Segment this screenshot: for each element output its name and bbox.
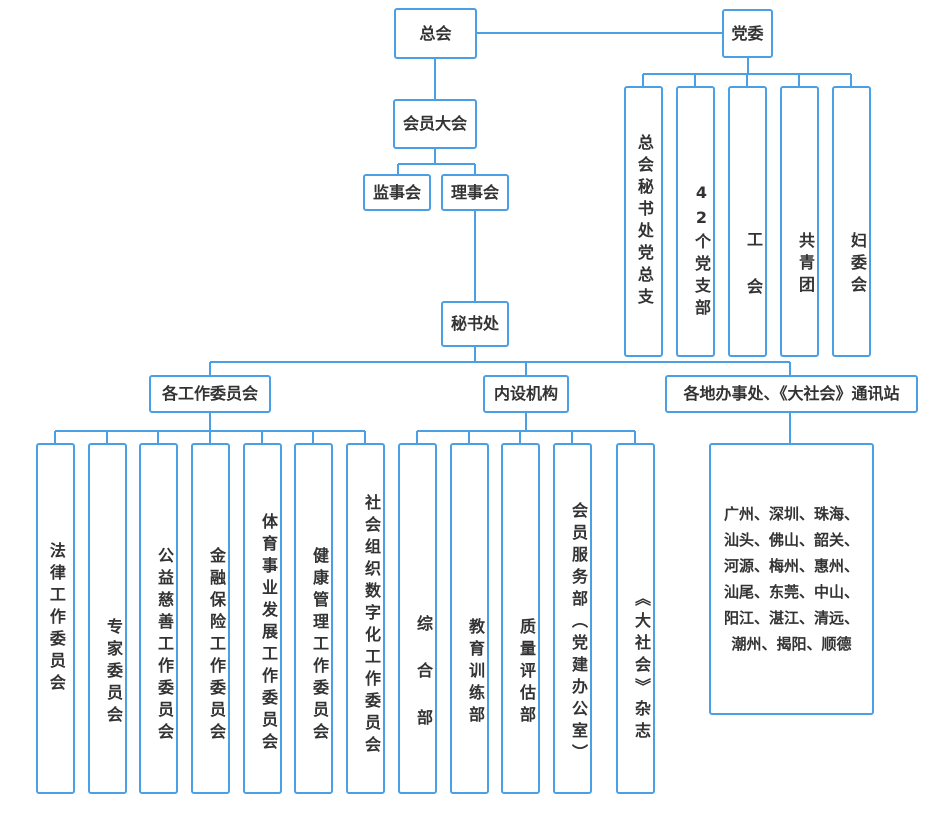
committee: 法律工作委员会 — [36, 443, 75, 794]
committee: 社会组织数字化工作委员会 — [346, 443, 385, 794]
mishuchu-node: 秘书处 — [441, 301, 509, 347]
internal-unit: 综 合 部 — [398, 443, 437, 794]
committee: 金融保险工作委员会 — [191, 443, 230, 794]
neishe-jigou-node: 内设机构 — [483, 375, 569, 413]
party-unit: 妇委会 — [832, 86, 871, 357]
party-unit: 工 会 — [728, 86, 767, 357]
difang-node: 各地办事处、《大社会》通讯站 — [665, 375, 918, 413]
committee: 健康管理工作委员会 — [294, 443, 333, 794]
huiyuan-dahui-node: 会员大会 — [393, 99, 477, 149]
zonghui-node: 总会 — [394, 8, 477, 59]
city-line: 汕尾、东莞、中山、 — [723, 583, 859, 601]
internal-unit: 教育训练部 — [450, 443, 489, 794]
jianshi-node: 监事会 — [363, 174, 431, 211]
gongzuo-weiyuanhui-node: 各工作委员会 — [149, 375, 271, 413]
party-unit: 共青团 — [780, 86, 819, 357]
internal-unit: 会员服务部（党建办公室） — [553, 443, 592, 794]
city-line: 汕头、佛山、韶关、 — [723, 531, 859, 549]
party-unit: 总会秘书处党总支 — [624, 86, 663, 357]
city-line: 河源、梅州、惠州、 — [723, 557, 859, 575]
lishi-node: 理事会 — [441, 174, 509, 211]
committee: 专家委员会 — [88, 443, 127, 794]
committee: 体育事业发展工作委员会 — [243, 443, 282, 794]
internal-unit: 《大社会》杂志 — [616, 443, 655, 794]
party-unit: 42个党支部 — [676, 86, 715, 357]
city-list: 广州、深圳、珠海、 汕头、佛山、韶关、 河源、梅州、惠州、 汕尾、东莞、中山、 … — [709, 443, 874, 715]
city-line: 广州、深圳、珠海、 — [723, 505, 859, 523]
dangwei-node: 党委 — [722, 9, 773, 58]
city-line: 潮州、揭阳、顺德 — [731, 635, 852, 653]
internal-unit: 质量评估部 — [501, 443, 540, 794]
city-line: 阳江、湛江、清远、 — [723, 609, 859, 627]
committee: 公益慈善工作委员会 — [139, 443, 178, 794]
